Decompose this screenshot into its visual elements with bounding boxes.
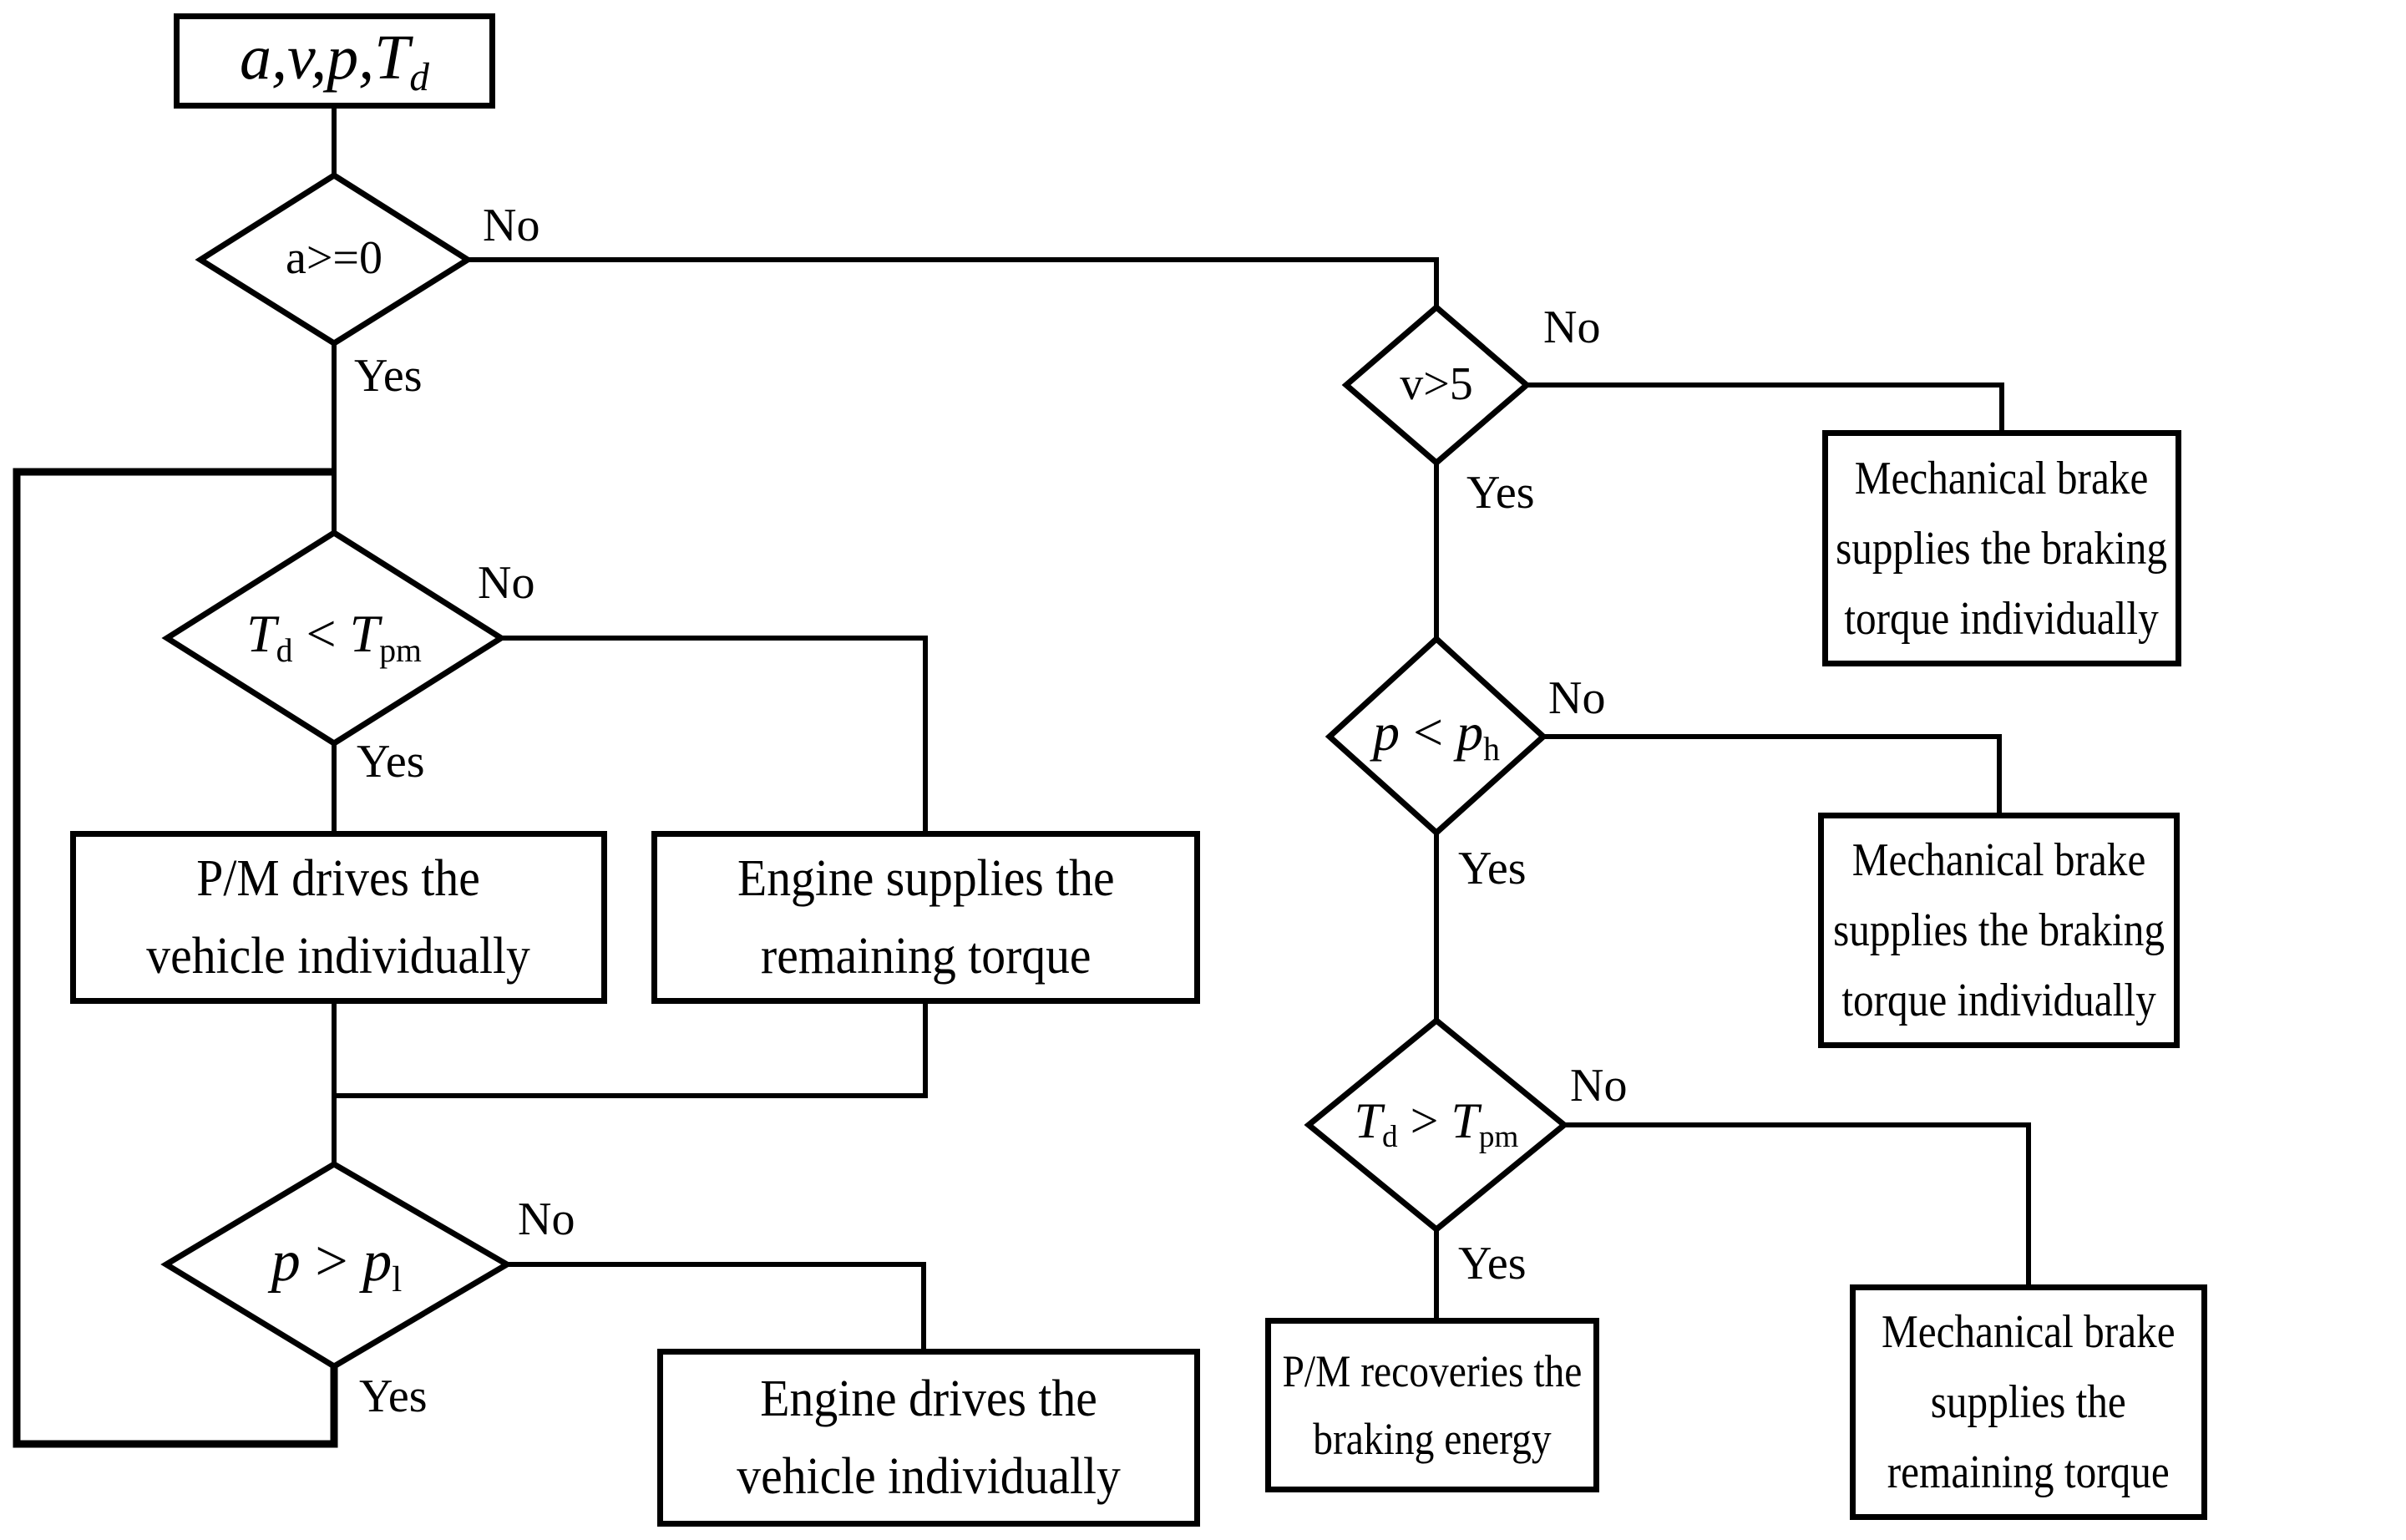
edge-pressurelt-no xyxy=(1543,734,2002,817)
box-text-line: torque individually xyxy=(1841,975,2156,1026)
box-text-line: P/M recoveries the xyxy=(1282,1345,1583,1396)
edge-label-accel-yes: Yes xyxy=(354,350,423,402)
decision-accel-diamond xyxy=(195,171,474,347)
action-pm-recovers: P/M recoveries the braking energy xyxy=(1265,1318,1599,1492)
decision-pressure-gt-diamond xyxy=(160,1160,513,1370)
box-text-line: Mechanical brake xyxy=(1855,452,2149,504)
decision-pressure-lt-label: p < ph xyxy=(1373,702,1500,767)
edge-pressuregt-no xyxy=(507,1262,926,1353)
box-text-line: Mechanical brake xyxy=(1882,1306,2176,1358)
edge-label-pressure-gt-yes: Yes xyxy=(359,1370,428,1422)
edge-label-torque-gt-yes: Yes xyxy=(1458,1238,1527,1289)
edge-label-pressure-lt-yes: Yes xyxy=(1458,843,1527,894)
box-text-line: supplies the braking xyxy=(1833,904,2165,956)
decision-speed-label: v>5 xyxy=(1400,358,1473,410)
box-text-line: P/M drives the xyxy=(196,849,481,907)
box-text-line: remaining torque xyxy=(1887,1446,2170,1498)
start-box-inputs: a,v,p,Td xyxy=(174,13,495,109)
edge-label-pressure-gt-no: No xyxy=(518,1193,575,1245)
action-pm-drives-text: P/M drives the vehicle individually xyxy=(132,840,545,995)
decision-pressure-gt-label: p > pl xyxy=(271,1229,403,1300)
edge-label-accel-no: No xyxy=(483,200,540,251)
action-pm-recovers-text: P/M recoveries the braking energy xyxy=(1262,1338,1603,1473)
edge-loopback xyxy=(13,468,338,1448)
box-text-line: remaining torque xyxy=(760,927,1092,985)
edge-label-torque-lt-no: No xyxy=(478,557,535,609)
action-mech-brake-remaining: Mechanical brake supplies the remaining to… xyxy=(1850,1284,2207,1520)
edge-label-torque-lt-yes: Yes xyxy=(357,736,425,788)
decision-torque-lt-label: Td < Tpm xyxy=(246,604,422,669)
action-mech-brake-individual-1-text: Mechanical brake supplies the braking torq… xyxy=(1813,443,2190,654)
box-text-line: Engine supplies the xyxy=(737,849,1115,907)
action-mech-brake-remaining-text: Mechanical brake supplies the remaining to… xyxy=(1861,1297,2196,1507)
edge-enginesupplies-join xyxy=(334,1000,928,1098)
start-box-label: a,v,p,Td xyxy=(240,22,429,100)
action-mech-brake-individual-2-text: Mechanical brake supplies the braking torq… xyxy=(1811,825,2187,1036)
decision-pressure-lt-diamond xyxy=(1325,635,1548,837)
decision-torque-gt-diamond xyxy=(1304,1016,1569,1234)
action-mech-brake-individual-2: Mechanical brake supplies the braking torq… xyxy=(1818,813,2180,1048)
edge-accel-no xyxy=(468,257,1439,311)
edge-torquegt-no xyxy=(1564,1122,2031,1289)
action-engine-supplies: Engine supplies the remaining torque xyxy=(651,831,1200,1004)
box-text-line: Engine drives the xyxy=(760,1370,1097,1427)
edge-label-pressure-lt-no: No xyxy=(1548,672,1606,724)
box-text-line: vehicle individually xyxy=(737,1447,1121,1505)
box-text-line: supplies the braking xyxy=(1836,522,2168,575)
action-engine-drives: Engine drives the vehicle individually xyxy=(657,1349,1200,1527)
box-text-line: Mechanical brake xyxy=(1851,834,2146,886)
action-engine-drives-text: Engine drives the vehicle individually xyxy=(722,1360,1135,1516)
action-pm-drives: P/M drives the vehicle individually xyxy=(70,831,607,1004)
edge-label-torque-gt-no: No xyxy=(1570,1060,1628,1112)
edge-speed-no xyxy=(1527,382,2004,434)
edge-label-speed-no: No xyxy=(1543,301,1601,353)
decision-torque-lt-diamond xyxy=(161,529,507,747)
decision-speed-diamond xyxy=(1341,303,1532,467)
edge-torquelt-no xyxy=(501,636,928,835)
box-text-line: vehicle individually xyxy=(146,927,531,985)
action-engine-supplies-text: Engine supplies the remaining torque xyxy=(723,840,1129,995)
box-text-line: supplies the xyxy=(1930,1376,2127,1428)
decision-accel-label: a>=0 xyxy=(285,232,383,284)
decision-torque-gt-label: Td > Tpm xyxy=(1354,1093,1519,1155)
edge-label-speed-yes: Yes xyxy=(1466,467,1535,519)
action-mech-brake-individual-1: Mechanical brake supplies the braking torq… xyxy=(1822,430,2181,666)
box-text-line: braking energy xyxy=(1313,1413,1552,1464)
box-text-line: torque individually xyxy=(1844,592,2160,645)
